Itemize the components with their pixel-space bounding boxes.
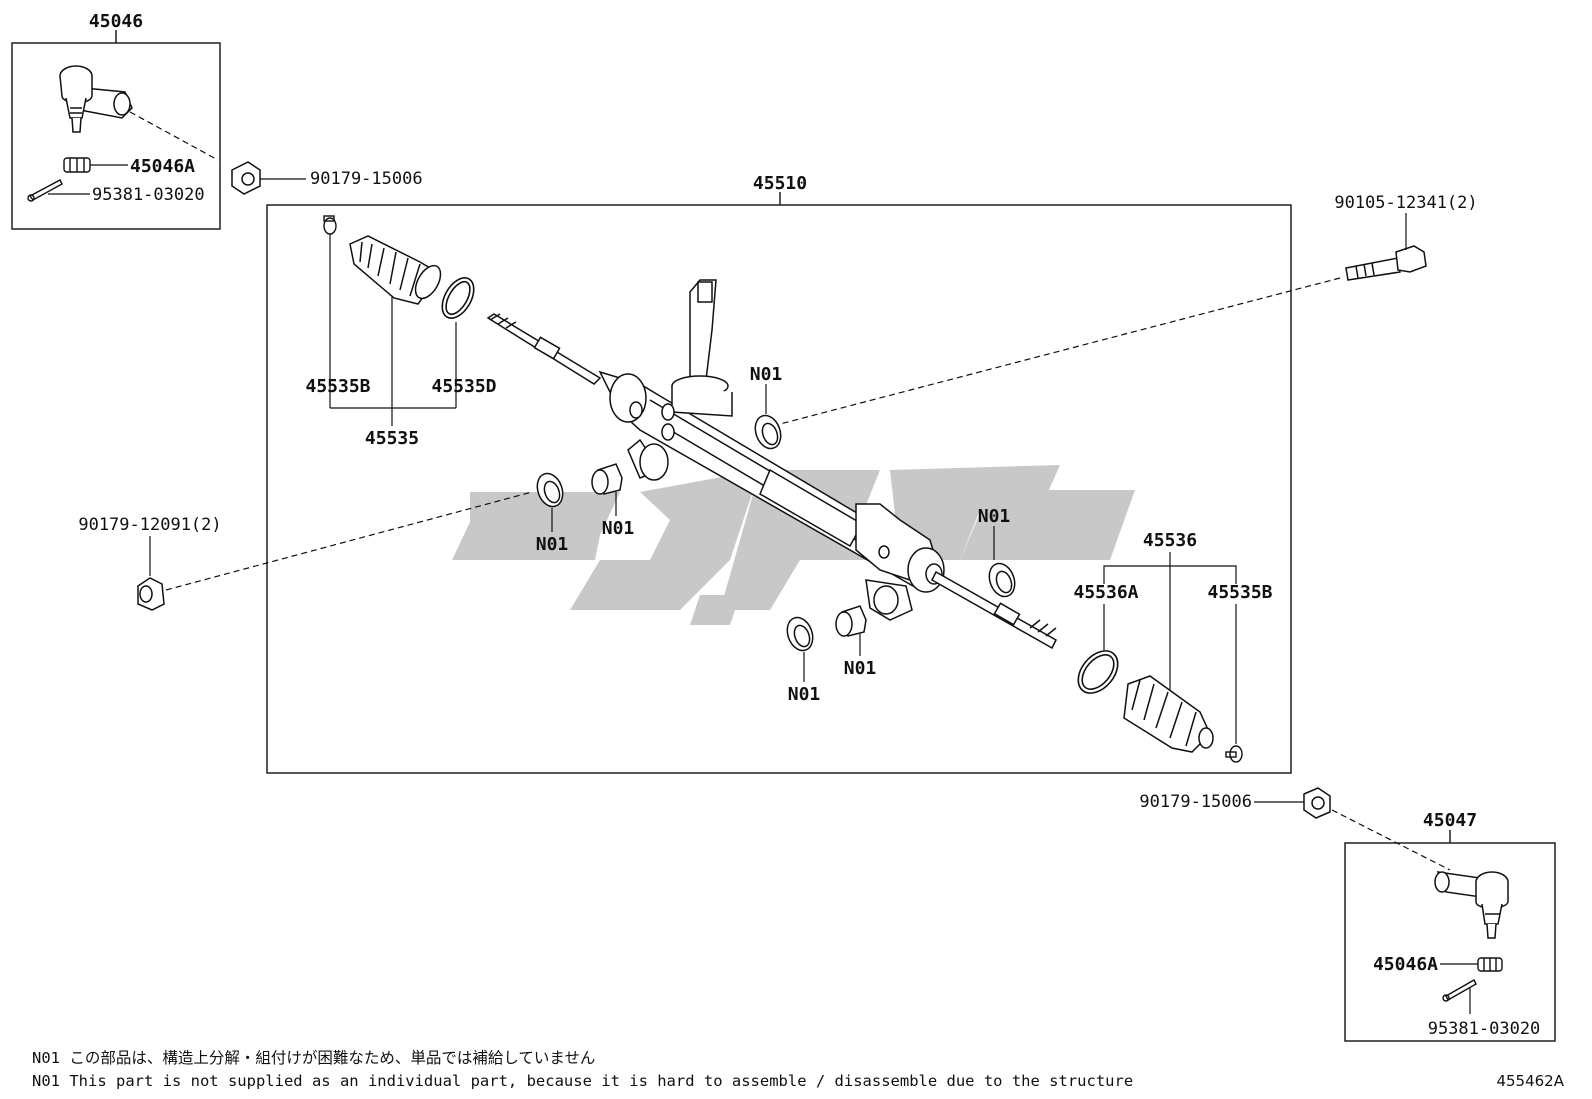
- label-90179-12091: 90179-12091(2): [78, 515, 221, 535]
- label-45046a-right: 45046A: [1373, 954, 1438, 975]
- label-45535b-left: 45535B: [305, 376, 370, 397]
- label-90179-15006-top: 90179-15006: [310, 169, 423, 189]
- figure-code: 455462A: [1496, 1072, 1564, 1090]
- label-n01-lower-bushing: N01: [844, 658, 877, 679]
- castle-nut-left-icon: [63, 157, 91, 173]
- boot-left-icon: [349, 235, 442, 305]
- label-45047: 45047: [1423, 810, 1477, 831]
- tie-rod-end-left-icon: [59, 65, 133, 133]
- label-45535b-right: 45535B: [1207, 582, 1272, 603]
- label-n01-left-bushing: N01: [602, 518, 635, 539]
- nut-bottom-icon: [1303, 787, 1331, 819]
- label-90105-12341: 90105-12341(2): [1334, 193, 1477, 213]
- label-45046a-left: 45046A: [130, 156, 195, 177]
- label-n01-lower-washer: N01: [788, 684, 821, 705]
- label-95381-right: 95381-03020: [1428, 1019, 1541, 1039]
- cotter-pin-left-icon: [27, 179, 63, 202]
- note-english: N01 This part is not supplied as an indi…: [32, 1072, 1134, 1090]
- label-n01-upper: N01: [750, 364, 783, 385]
- bushing-lower-icon: [835, 605, 867, 637]
- tie-rod-end-right-box: [1344, 842, 1556, 1042]
- boot-right-icon: [1123, 675, 1214, 753]
- nut-top-icon: [231, 161, 261, 195]
- clamp-right-big-icon: [1077, 650, 1119, 694]
- cotter-pin-right-icon: [1442, 979, 1477, 1002]
- castle-nut-right-icon: [1477, 957, 1503, 972]
- bushing-left-icon: [591, 463, 623, 495]
- washer-right-icon: [988, 562, 1016, 598]
- label-45535: 45535: [365, 428, 419, 449]
- watermark-logo: [452, 465, 1135, 625]
- bolt-icon: [1345, 245, 1427, 281]
- label-45510: 45510: [753, 173, 807, 194]
- label-90179-15006-bottom: 90179-15006: [1139, 792, 1252, 812]
- label-n01-left-washer: N01: [536, 534, 569, 555]
- clamp-left-small-icon: [323, 215, 337, 235]
- label-95381-left: 95381-03020: [92, 185, 205, 205]
- rack-assembly-box: [266, 204, 1292, 774]
- label-45535d: 45535D: [431, 376, 496, 397]
- clamp-right-small-icon: [1225, 745, 1243, 763]
- note-japanese: N01 この部品は、構造上分解・組付けが困難なため、単品では補給していません: [32, 1049, 596, 1067]
- label-45046: 45046: [89, 11, 143, 32]
- washer-lower-icon: [786, 616, 814, 652]
- tie-rod-end-right-icon: [1434, 871, 1509, 939]
- steering-rack-icon: [486, 279, 1057, 650]
- mount-nut-left-icon: [137, 577, 165, 611]
- clamp-left-big-icon: [441, 277, 475, 319]
- label-n01-right-washer: N01: [978, 506, 1011, 527]
- label-45536: 45536: [1143, 530, 1197, 551]
- label-45536a: 45536A: [1073, 582, 1138, 603]
- washer-left-icon: [536, 472, 564, 508]
- washer-upper-icon: [754, 414, 782, 450]
